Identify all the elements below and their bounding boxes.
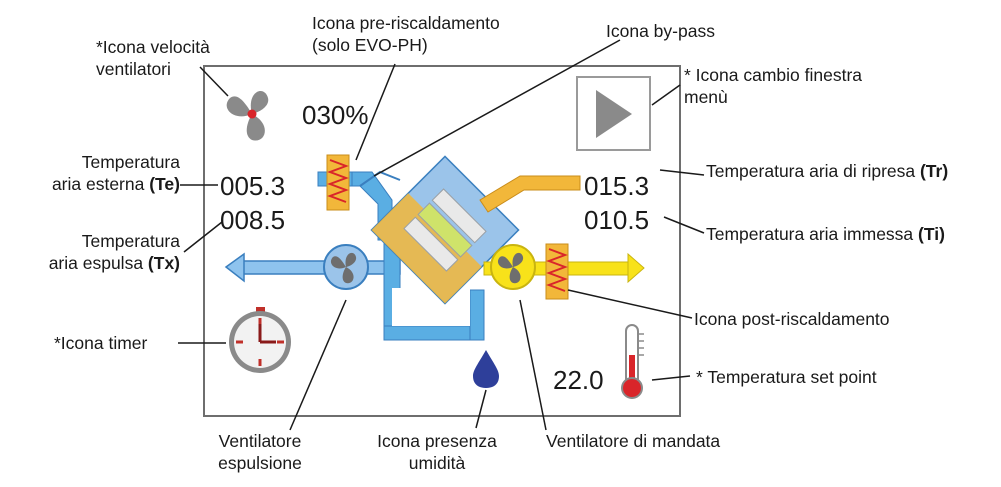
label-supply-fan: Ventilatore di mandata [546,431,721,451]
return-temp-value: 015.3 [584,171,650,201]
label-te: Temperatura aria esterna (Te) [51,152,180,194]
timer-icon[interactable] [229,307,291,373]
label-bypass-icon: Icona by-pass [606,21,715,41]
label-timer-icon: *Icona timer [54,333,148,353]
label-fan-speed-icon: *Icona velocità ventilatori [96,37,210,79]
fan-speed-icon[interactable] [226,91,269,141]
heat-exchanger [370,155,520,305]
preheater-icon [326,154,350,211]
label-tr: Temperatura aria di ripresa (Tr) [706,161,949,181]
supply-temp-value: 010.5 [584,205,650,235]
fan-speed-value: 030% [302,100,369,130]
setpoint-value: 22.0 [553,365,604,395]
exhaust-fan-icon [323,244,369,290]
humidity-drop-icon [473,350,499,388]
exhaust-temp-value: 008.5 [220,205,286,235]
thermometer-icon [621,324,644,399]
supply-fan-icon [490,244,536,290]
label-exhaust-fan: Ventilatore espulsione [218,431,302,473]
label-setpoint: * Temperatura set point [696,367,877,387]
label-humidity-icon: Icona presenza umidità [377,431,497,473]
return-air-duct [479,175,581,213]
label-postheat-icon: Icona post-riscaldamento [694,309,890,329]
label-preheat-icon: Icona pre-riscaldamento (solo EVO-PH) [312,13,500,55]
menu-switch-icon[interactable] [576,76,651,151]
postheater-icon [545,243,569,300]
leader-lines [178,39,705,431]
outdoor-temp-value: 005.3 [220,171,286,201]
label-tx: Temperatura aria espulsa (Tx) [48,231,180,273]
label-menu-icon: * Icona cambio finestra menù [684,65,863,107]
label-ti: Temperatura aria immessa (Ti) [706,224,945,244]
